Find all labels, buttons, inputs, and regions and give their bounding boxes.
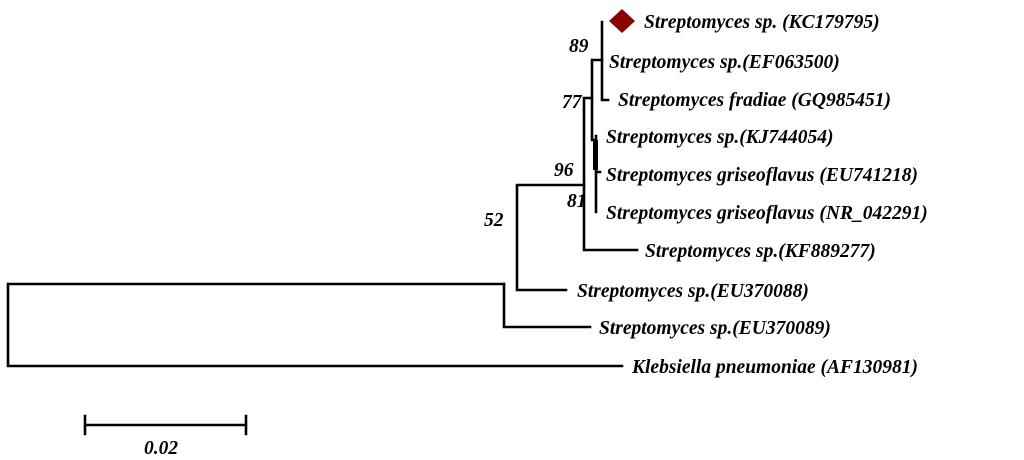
taxon-label-ef063500: Streptomyces sp.(EF063500) [609, 52, 840, 73]
branch-node-81-thick [593, 140, 598, 170]
branch-node-96 [515, 183, 586, 292]
taxon-label-eu370089: Streptomyces sp.(EU370089) [599, 318, 831, 339]
scale-bar-line [83, 414, 248, 436]
scale-bar-label: 0.02 [144, 438, 178, 459]
taxon-label-nr042291: Streptomyces griseoflavus (NR_042291) [606, 203, 928, 224]
scale-bar: 0.02 [83, 414, 248, 459]
taxon-label-eu741218: Streptomyces griseoflavus (EU741218) [606, 165, 918, 186]
branch-root [6, 282, 624, 368]
branch-node-89 [590, 58, 604, 142]
branch-node-77 [582, 96, 639, 252]
highlight-diamond-icon [609, 9, 635, 33]
bootstrap-89: 89 [569, 36, 589, 57]
taxon-label-kc179795: Streptomyces sp. (KC179795) [644, 12, 880, 33]
bootstrap-77: 77 [562, 92, 583, 113]
taxon-label-kf889277: Streptomyces sp.(KF889277) [645, 241, 876, 262]
taxon-label-gq985451: Streptomyces fradiae (GQ985451) [618, 90, 891, 111]
bootstrap-96: 96 [554, 160, 574, 181]
branch-tip-group-89 [600, 20, 610, 102]
taxon-label-kj744054: Streptomyces sp.(KJ744054) [606, 127, 833, 148]
taxon-label-af130981: Klebsiella pneumoniae (AF130981) [631, 357, 918, 378]
taxon-label-eu370088: Streptomyces sp.(EU370088) [577, 281, 809, 302]
bootstrap-81: 81 [567, 191, 587, 212]
branch-node-52 [502, 282, 592, 329]
bootstrap-52: 52 [484, 210, 504, 231]
